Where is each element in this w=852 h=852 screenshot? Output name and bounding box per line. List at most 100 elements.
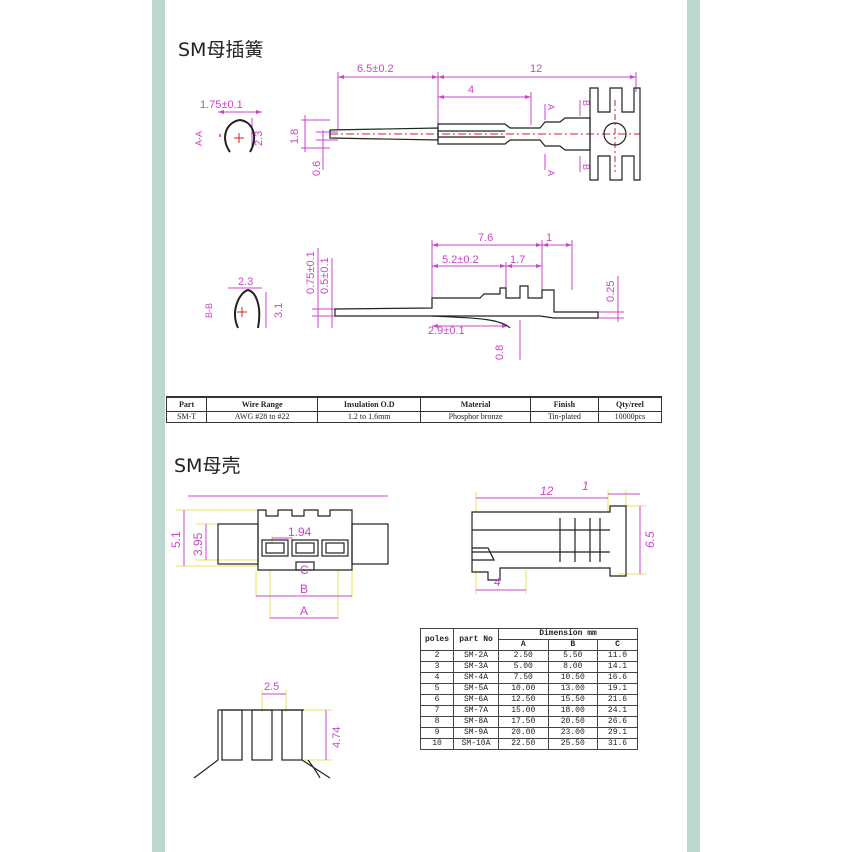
housing-section-title: SM母壳: [174, 455, 241, 477]
cell: 20.00: [498, 727, 549, 739]
dim-section-width: 1.75±0.1: [200, 99, 243, 111]
dim-housing-tab: 1: [582, 480, 589, 493]
spec-cell: Tin-plated: [529, 411, 599, 423]
dim-housing-height: 6.5: [643, 531, 657, 548]
dim-subheader-b: B: [547, 639, 598, 651]
cell: 2: [420, 650, 454, 662]
cell: 22.50: [498, 738, 549, 750]
cell: 24.1: [597, 705, 638, 717]
spec-header-cell: Qty/reel: [597, 396, 663, 412]
cell: 31.6: [597, 738, 638, 750]
right-margin-stripe: [687, 0, 700, 852]
spec-cell: SM-T: [165, 411, 208, 423]
cell: 5: [420, 683, 454, 695]
dim-section-width-b: 2.3: [238, 276, 253, 288]
cell: SM-8A: [453, 716, 499, 728]
cell: 29.1: [597, 727, 638, 739]
dim-thick-outer: 0.75±0.1: [305, 251, 317, 294]
dim-total: 7.6: [478, 232, 493, 244]
cell: 6: [420, 694, 454, 706]
cell: SM-5A: [453, 683, 499, 695]
cell: 5.00: [498, 661, 549, 673]
cell: 16.6: [597, 672, 638, 684]
housing-bottom-drawing: 2.5 4.74: [193, 681, 343, 779]
cell: 14.1: [597, 661, 638, 673]
cell: 10.00: [498, 683, 549, 695]
cell: 25.50: [547, 738, 598, 750]
cell: 17.50: [498, 716, 549, 728]
dim-housing-length: 12: [540, 484, 554, 498]
cell: 15.00: [498, 705, 549, 717]
cell: 3: [420, 661, 454, 673]
cell: 4: [420, 672, 454, 684]
dim-bottom-height: 4.74: [331, 727, 343, 748]
section-label-aa: A-A: [194, 131, 204, 146]
dim-label-b: B: [300, 582, 308, 596]
cell: 13.00: [547, 683, 598, 695]
cell: 18.00: [547, 705, 598, 717]
dim-housing-pitch: 1.94: [288, 525, 312, 539]
spec-header-cell: Insulation O.D: [317, 396, 422, 412]
dim-section-height: 2.3: [253, 131, 265, 146]
cell: SM-9A: [453, 727, 499, 739]
spec-header-cell: Finish: [529, 396, 599, 412]
terminal-section-title: SM母插簧: [178, 39, 264, 61]
cell: SM-3A: [453, 661, 499, 673]
spec-cell: 10000pcs: [597, 411, 663, 423]
dim-header-poles: poles: [420, 628, 454, 651]
dim-bottom-pitch: 2.5: [264, 681, 279, 693]
terminal-spec-table: Part Wire Range Insulation O.D Material …: [165, 396, 663, 423]
cell: 2.50: [498, 650, 549, 662]
dim-pin-base: 0.6: [311, 161, 323, 176]
left-margin-stripe: [152, 0, 165, 852]
dim-overall-a: 6.5±0.2: [357, 63, 394, 75]
cell: SM-10A: [453, 738, 499, 750]
dim-lower: 0.8: [494, 345, 506, 360]
dim-subheader-c: C: [597, 639, 638, 651]
cell: 8: [420, 716, 454, 728]
dim-label-c: C: [300, 563, 309, 577]
spec-header-cell: Wire Range: [206, 396, 319, 412]
dim-pin-height: 1.8: [289, 129, 301, 144]
spec-cell: 1.2 to 1.6mm: [317, 411, 422, 423]
dim-tab: 1: [546, 232, 552, 244]
spec-header-cell: Part: [165, 396, 208, 412]
dim-housing-height-outer: 5.1: [169, 531, 183, 548]
dim-housing-height-inner: 3.95: [191, 532, 205, 556]
terminal-side-drawing: 7.6 1 5.2±0.2 1.7 2.9±0.1 0.8 0.75±0.1 0…: [204, 232, 624, 360]
dim-section-height-b: 3.1: [273, 303, 285, 318]
cell: 10.50: [547, 672, 598, 684]
cell: 21.6: [597, 694, 638, 706]
cell: 8.00: [547, 661, 598, 673]
cell: 7.50: [498, 672, 549, 684]
housing-side-drawing: 12 1 6.5 4: [471, 480, 657, 594]
cell: 11.0: [597, 650, 638, 662]
dim-subheader-a: A: [498, 639, 549, 651]
dim-header-group: Dimension mm: [498, 628, 638, 640]
cell: SM-4A: [453, 672, 499, 684]
cut-b-top: B: [581, 100, 591, 106]
dim-overall-b: 12: [530, 63, 542, 75]
cell: 9: [420, 727, 454, 739]
spec-header-row: Part Wire Range Insulation O.D Material …: [165, 396, 663, 412]
cell: 5.50: [547, 650, 598, 662]
cell: 26.6: [597, 716, 638, 728]
cell: 19.1: [597, 683, 638, 695]
cut-a-top: A: [546, 104, 556, 110]
cell: 20.50: [547, 716, 598, 728]
cell: SM-6A: [453, 694, 499, 706]
dim-right-thk: 0.25: [605, 281, 617, 302]
spec-cell: Phosphor bronze: [420, 411, 531, 423]
spec-header-cell: Material: [420, 396, 531, 412]
spec-cell: AWG #28 to #22: [206, 411, 319, 423]
